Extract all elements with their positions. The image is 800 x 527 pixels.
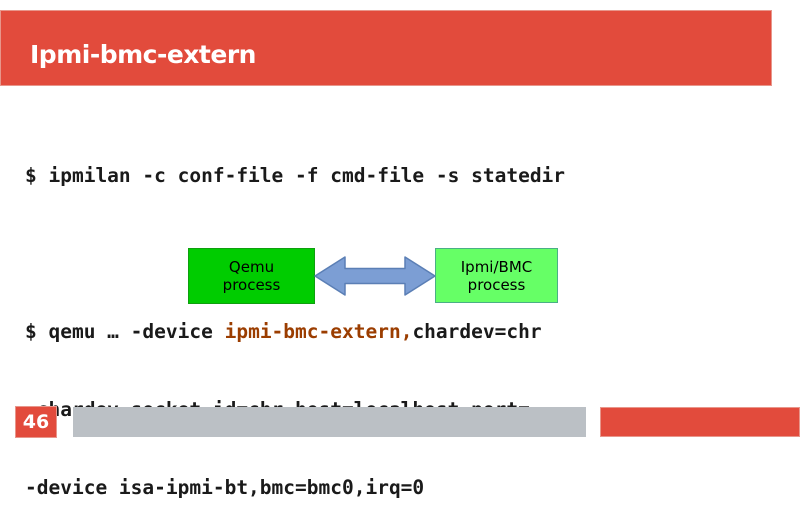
code-block: $ ipmilan -c conf-file -f cmd-file -s st…	[25, 111, 565, 527]
code-qemu-highlight: ipmi-bmc-extern,	[224, 320, 413, 343]
code-line-device-bt: -device isa-ipmi-bt,bmc=bmc0,irq=0	[25, 476, 425, 499]
slide-title: Ipmi-bmc-extern	[30, 40, 256, 69]
footer-red-bar	[600, 407, 800, 437]
slide-header-bar	[0, 10, 772, 86]
code-line-qemu: $ qemu … -device ipmi-bmc-extern,chardev…	[25, 319, 565, 345]
code-line-blank	[25, 241, 565, 267]
page-number-badge: 46	[15, 406, 57, 438]
code-qemu-prefix: $ qemu … -device	[25, 320, 225, 343]
code-line-ipmilan: $ ipmilan -c conf-file -f cmd-file -s st…	[25, 164, 566, 187]
footer-gray-bar	[73, 407, 586, 437]
code-qemu-suffix: chardev=chr	[412, 320, 542, 343]
